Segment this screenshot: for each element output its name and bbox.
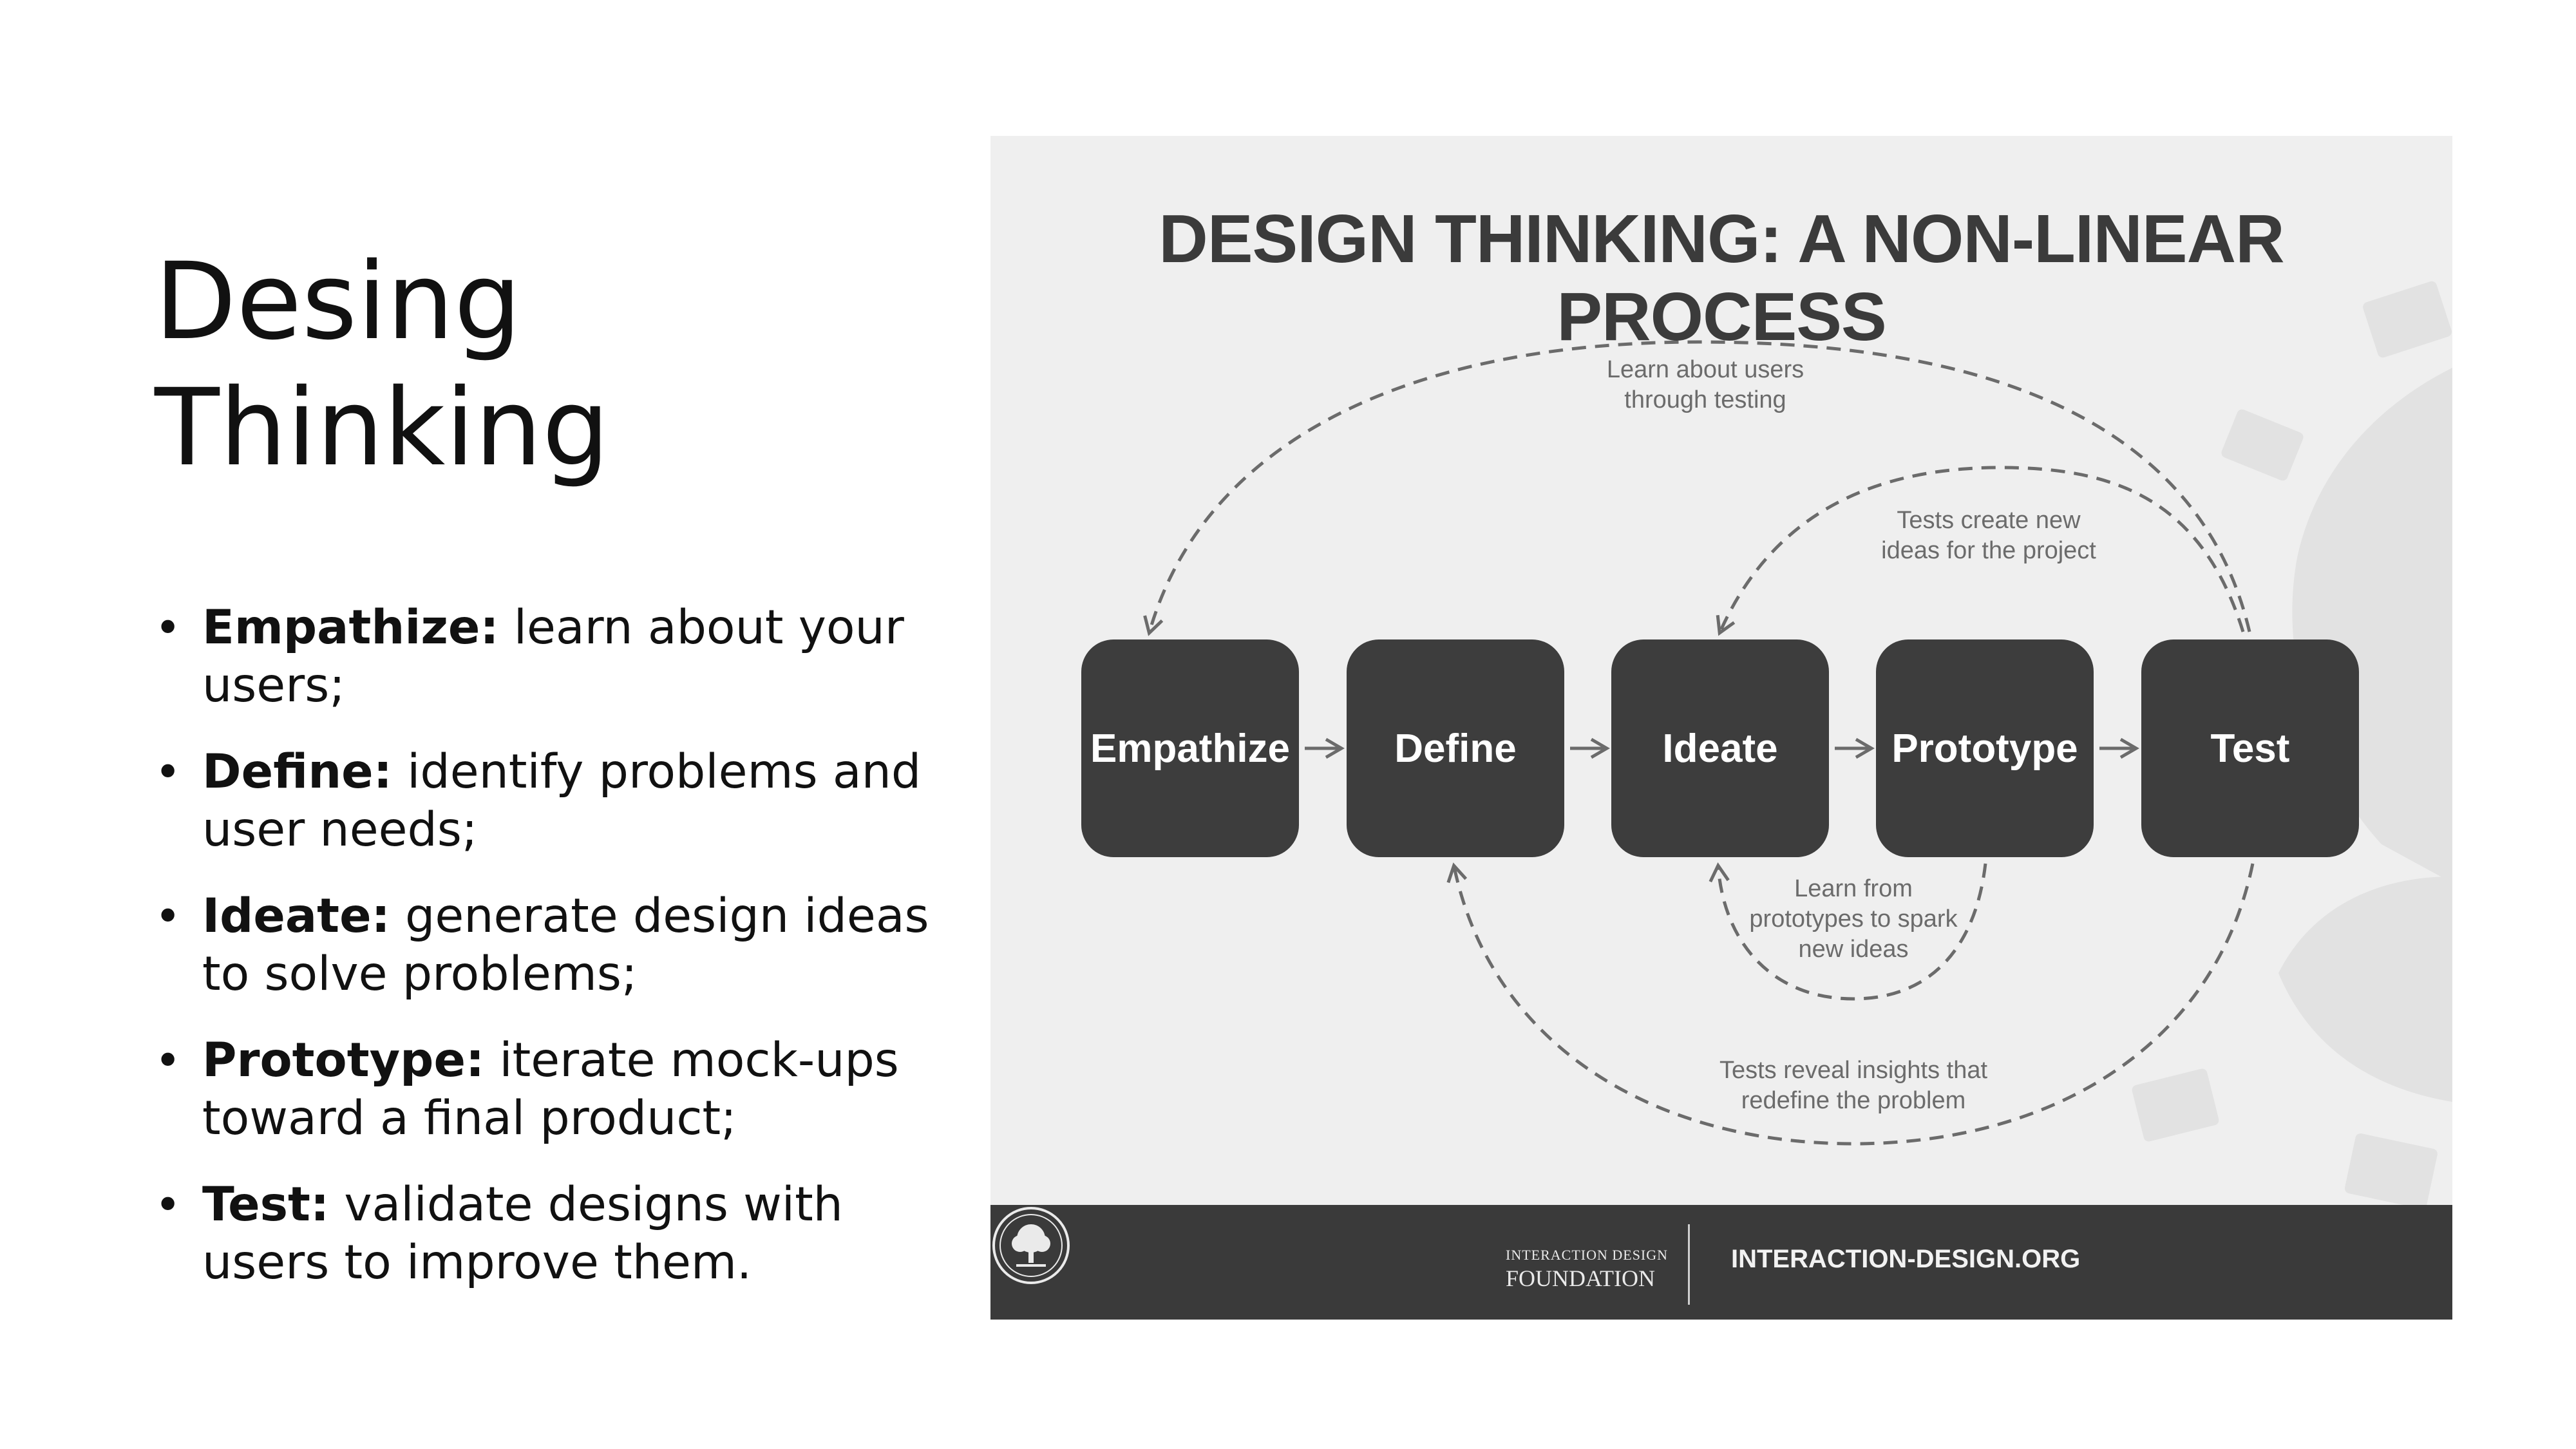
logo-line: FOUNDATION xyxy=(1506,1265,1655,1291)
slide-title-line: Thinking xyxy=(155,366,610,489)
bullet-dot-icon: • xyxy=(155,1179,182,1231)
annotation-line: Tests reveal insights that xyxy=(1719,1057,1988,1084)
loop-learn-prototypes-arrow xyxy=(1709,862,1987,1001)
stage-label: Define xyxy=(1394,726,1517,771)
stage-test: Test xyxy=(2141,639,2359,857)
stage-define: Define xyxy=(1347,639,1564,857)
bullet-term: Empathize: xyxy=(202,600,499,655)
annotation-learn-users: Learn about users through testing xyxy=(1544,355,1866,415)
bullet-test: • Test: validate designs with users to im… xyxy=(155,1176,947,1292)
bullet-dot-icon: • xyxy=(155,746,182,799)
stage-prototype: Prototype xyxy=(1876,639,2094,857)
bullet-dot-icon: • xyxy=(155,601,182,654)
annotation-tests-ideas: Tests create new ideas for the project xyxy=(1828,506,2150,566)
annotation-line: Tests create new xyxy=(1897,507,2081,534)
stage-label: Test xyxy=(2210,726,2290,771)
bullet-prototype: • Prototype: iterate mock-ups toward a fi… xyxy=(155,1032,947,1148)
bullet-term: Define: xyxy=(202,744,392,799)
stage-ideate: Ideate xyxy=(1611,639,1829,857)
design-thinking-diagram: DESIGN THINKING: A NON-LINEAR PROCESS Em… xyxy=(990,136,2452,1320)
slide-title: Desing Thinking xyxy=(155,238,927,491)
bullet-text: validate designs with users to improve t… xyxy=(202,1177,843,1290)
stage-empathize: Empathize xyxy=(1081,639,1299,857)
idf-logo-icon xyxy=(992,1207,1070,1284)
annotation-line: Learn from xyxy=(1794,875,1913,902)
bullet-term: Ideate: xyxy=(202,889,390,943)
bullet-dot-icon: • xyxy=(155,890,182,943)
bullet-empathize: • Empathize: learn about your users; xyxy=(155,599,947,715)
annotation-learn-prototypes: Learn from prototypes to spark new ideas xyxy=(1725,874,1982,965)
bullet-term: Test: xyxy=(202,1177,330,1232)
annotation-line: through testing xyxy=(1624,386,1786,413)
footer-url: INTERACTION-DESIGN.ORG xyxy=(1731,1245,2081,1273)
annotation-line: ideas for the project xyxy=(1881,537,2096,564)
annotation-line: Learn about users xyxy=(1606,356,1804,383)
bullet-ideate: • Ideate: generate design ideas to solve … xyxy=(155,887,947,1003)
loop-learn-users-arrow xyxy=(1143,340,2251,636)
idf-logo-text: INTERACTION DESIGN FOUNDATION xyxy=(1506,1244,1668,1290)
annotation-line: prototypes to spark xyxy=(1749,905,1958,933)
loop-tests-ideas-arrow xyxy=(1716,466,2245,636)
bullet-list: • Empathize: learn about your users; • Def… xyxy=(155,599,947,1320)
slide-title-line: Desing xyxy=(155,240,522,363)
footer-divider xyxy=(1688,1224,1690,1305)
loop-tests-reveal-arrow xyxy=(1446,862,2255,1146)
stage-label: Empathize xyxy=(1090,726,1291,771)
logo-line: INTERACTION DESIGN xyxy=(1506,1247,1669,1263)
annotation-line: new ideas xyxy=(1798,936,1909,963)
bullet-text: identify problems and user needs; xyxy=(202,744,922,857)
bullet-define: • Define: identify problems and user need… xyxy=(155,743,947,859)
diagram-title: DESIGN THINKING: A NON-LINEAR PROCESS xyxy=(1159,201,2284,355)
diagram-footer: INTERACTION DESIGN FOUNDATION INTERACTIO… xyxy=(990,1205,2452,1320)
bullet-dot-icon: • xyxy=(155,1034,182,1087)
annotation-tests-reveal: Tests reveal insights that redefine the … xyxy=(1660,1056,2047,1116)
bullet-term: Prototype: xyxy=(202,1033,485,1088)
bullet-text: generate design ideas to solve problems; xyxy=(202,889,929,1001)
annotation-line: redefine the problem xyxy=(1741,1087,1966,1114)
stage-label: Ideate xyxy=(1662,726,1778,771)
bullet-text: iterate mock-ups toward a final product; xyxy=(202,1033,899,1146)
stage-label: Prototype xyxy=(1891,726,2078,771)
bullet-text: learn about your users; xyxy=(202,600,904,713)
